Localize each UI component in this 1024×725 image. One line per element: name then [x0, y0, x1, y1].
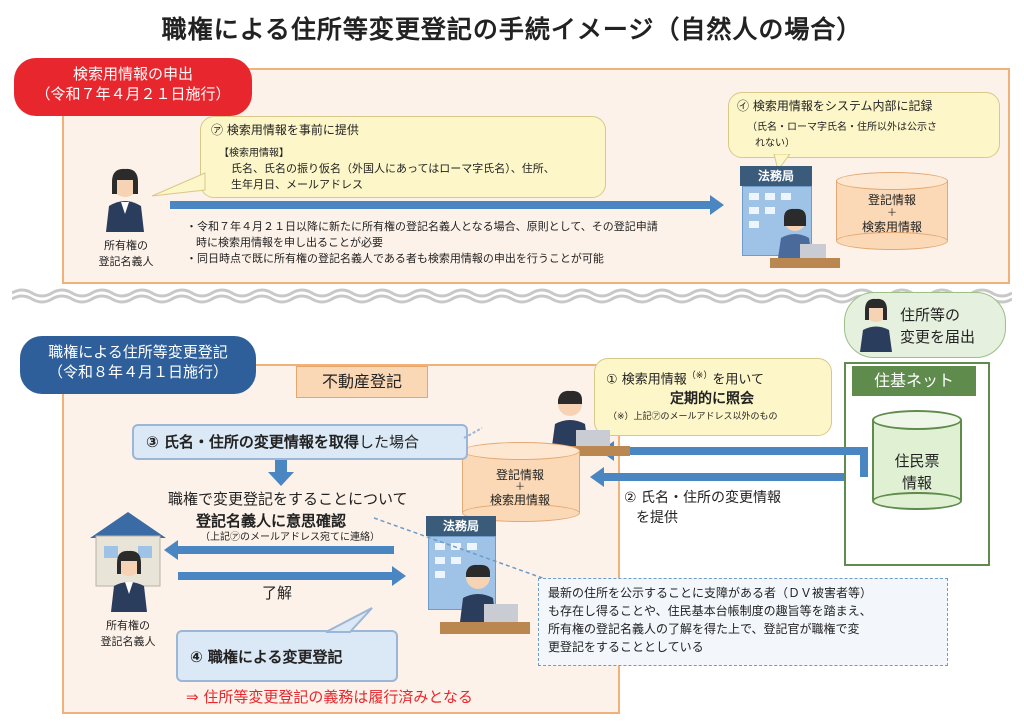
top-db-line2: 検索用情報	[861, 220, 922, 234]
top-badge-line2: （令和７年４月２１日施行）	[35, 85, 231, 103]
bubble-a-body2: 生年月日、メールアドレス	[231, 178, 363, 191]
bottom-clerk-icon	[440, 564, 530, 634]
step3-down-arrow	[268, 460, 294, 486]
provide-arrow	[590, 467, 844, 487]
query-arrow	[600, 441, 868, 461]
query-arrow-elbow	[860, 447, 868, 477]
dv-note-box	[538, 578, 948, 666]
top-badge-line1: 検索用情報の申出	[72, 65, 193, 83]
jukinet-label: 住基ネット	[852, 366, 976, 396]
step4-box	[176, 630, 398, 682]
step3-box	[132, 424, 468, 460]
bottom-db-plus: ＋	[515, 482, 525, 493]
step1-text-b: を用いて	[712, 372, 764, 388]
confirm-line2: 登記名義人に意思確認	[196, 512, 347, 530]
confirm-arrow	[164, 540, 394, 560]
bottom-db-line1: 登記情報	[495, 468, 544, 482]
top-owner-label1: 所有権の	[104, 239, 148, 252]
top-provide-arrow	[170, 195, 724, 215]
step3-dotted-pointer	[463, 427, 483, 439]
top-db-line1: 登記情報	[867, 193, 916, 207]
bubble-b-body1: （氏名・ローマ字氏名・住所以外は公示さ	[747, 122, 937, 133]
bottom-owner-label1: 所有権の	[106, 619, 150, 632]
bottom-houmukyoku-sign: 法務局	[426, 516, 496, 536]
top-database-icon	[836, 172, 948, 250]
juminhyo-line1: 住民票	[894, 452, 940, 470]
consent-label: 了解	[262, 584, 293, 602]
bubble-provide-search-info: ㋐ 検索用情報を事前に提供 【検索用情報】 氏名、氏名の振り仮名（外国人にあって…	[200, 116, 606, 198]
bottom-badge-line2: （令和８年４月１日施行）	[47, 363, 228, 381]
dv-line4: 更登記をすることとしている	[548, 640, 704, 654]
top-houmukyoku-sign: 法務局	[740, 166, 812, 186]
step3-bold: ③ 氏名・住所の変更情報を取得	[146, 433, 359, 451]
step3-line: ③ 氏名・住所の変更情報を取得した場合	[146, 431, 419, 452]
bubble-b-body2: れない）	[755, 138, 795, 149]
step4-label: ④ 職権による変更登記	[190, 648, 343, 666]
step2-line2: を提供	[636, 510, 678, 526]
dv-line3: 所有権の登記名義人の了解を得た上で、登記官が職権で変	[548, 622, 860, 636]
bubble-a-sub: 【検索用情報】	[219, 148, 289, 159]
resident-person-icon	[860, 298, 892, 352]
dv-line1: 最新の住所を公示することに支障がある者（ＤＶ被害者等）	[548, 586, 873, 600]
bubble-a-tail	[151, 172, 206, 197]
confirm-line1: 職権で変更登記をすることについて	[168, 490, 408, 508]
step4-callout-tail	[325, 607, 373, 633]
step1-line: ① 検索用情報（※）を用いて	[606, 368, 764, 387]
section-divider	[12, 288, 1012, 304]
dv-line2: も存在し得ることや、住民基本台帳制度の趣旨等を踏まえ、	[548, 604, 872, 618]
step1-bubble	[594, 358, 832, 436]
juminhyo-line2: 情報	[901, 474, 932, 492]
juminhyo-database-icon	[872, 410, 962, 510]
clerk-query-icon	[540, 390, 630, 456]
page-title: 職権による住所等変更登記の手続イメージ（自然人の場合）	[161, 15, 863, 44]
step1-text-a: ① 検索用情報	[606, 372, 687, 388]
step1-bold: 定期的に照会	[670, 391, 754, 407]
step2-line1: ② 氏名・住所の変更情報	[624, 490, 782, 506]
step1-note: （※）上記㋐のメールアドレス以外のもの	[608, 412, 778, 422]
top-note1: ・令和７年４月２１日以降に新たに所有権の登記名義人となる場合、原則として、その登…	[186, 220, 658, 233]
bubble-record-search-info: ㋑ 検索用情報をシステム内部に記録 （氏名・ローマ字氏名・住所以外は公示さ れな…	[728, 92, 1000, 158]
confirm-line3: （上記㋐のメールアドレス宛てに連絡）	[200, 532, 380, 543]
bottom-section-badge: 職権による住所等変更登記 （令和８年４月１日施行）	[20, 336, 256, 394]
top-clerk-icon	[770, 208, 840, 268]
bubble-a-body1: 氏名、氏名の振り仮名（外国人にあってはローマ字氏名）、住所、	[231, 162, 555, 175]
top-building-icon	[742, 186, 812, 256]
bottom-owner-person-icon	[111, 550, 147, 612]
step3-rest: した場合	[358, 433, 419, 451]
dv-note-pointer	[373, 517, 549, 581]
consent-arrow	[178, 566, 406, 586]
bottom-badge-line1: 職権による住所等変更登記	[48, 343, 228, 361]
bubble-a-title: ㋐ 検索用情報を事前に提供	[211, 123, 359, 137]
top-note1b: 時に検索用情報を申し出ることが必要	[196, 236, 383, 249]
address-change-line1: 住所等の	[900, 306, 961, 324]
owner-person-icon	[106, 168, 144, 232]
address-change-line2: 変更を届出	[900, 328, 976, 346]
bottom-owner-label2: 登記名義人	[100, 635, 156, 648]
fudosan-label: 不動産登記	[296, 366, 428, 398]
top-section-badge: 検索用情報の申出 （令和７年４月２１日施行）	[14, 58, 252, 116]
bubble-b-title: ㋑ 検索用情報をシステム内部に記録	[737, 99, 933, 113]
step1-sup: （※）	[686, 371, 713, 381]
top-db-plus: ＋	[887, 208, 897, 219]
result-text: ⇒ 住所等変更登記の義務は履行済みとなる	[186, 688, 473, 706]
top-owner-label2: 登記名義人	[98, 255, 154, 268]
bottom-db-line2: 検索用情報	[489, 493, 550, 507]
top-note2: ・同日時点で既に所有権の登記名義人である者も検索用情報の申出を行うことが可能	[186, 252, 604, 265]
